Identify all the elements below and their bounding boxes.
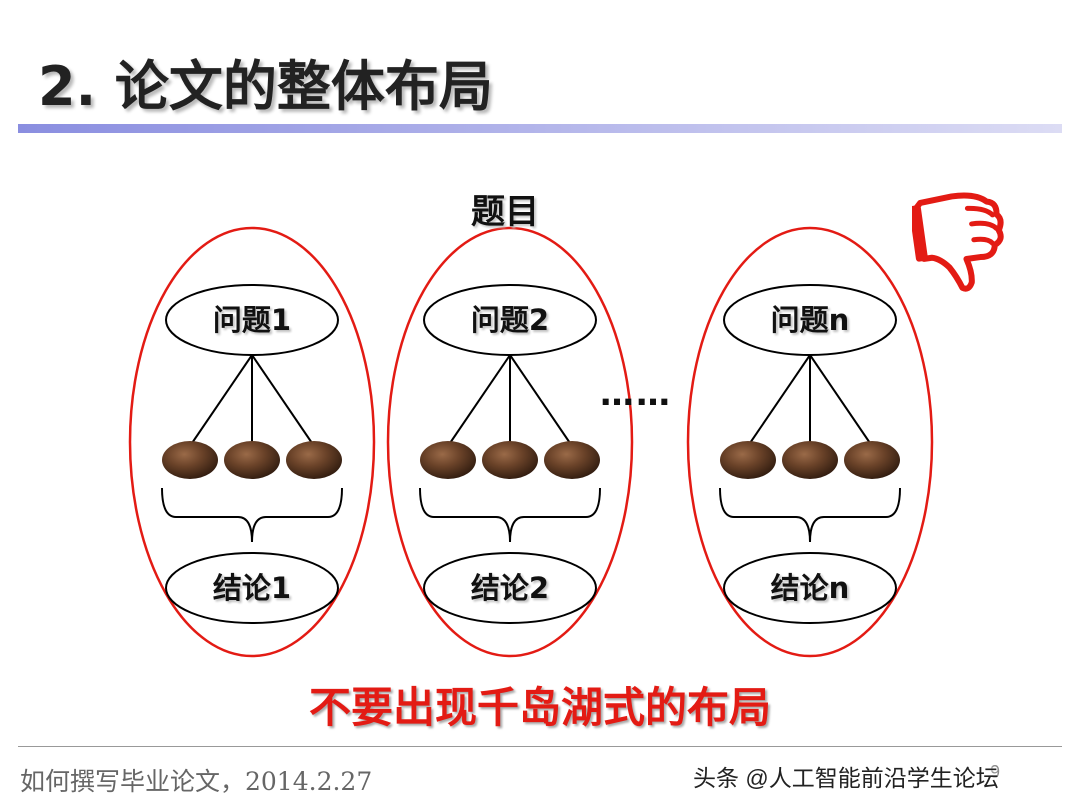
conclusion-1-node xyxy=(165,552,339,624)
topic-label: 题目 xyxy=(471,192,539,232)
seed-item xyxy=(286,441,342,479)
branch-line xyxy=(251,354,315,447)
seed-item xyxy=(782,441,838,479)
conclusion-2-label: 结论2 xyxy=(470,571,550,605)
branch-line xyxy=(509,354,573,447)
conclusion-n-label: 结论n xyxy=(770,571,850,605)
seed-item xyxy=(482,441,538,479)
conclusion-1-label: 结论1 xyxy=(212,571,292,605)
question-2-label: 问题2 xyxy=(470,303,550,337)
footer-divider xyxy=(18,746,1062,747)
group-1 xyxy=(128,226,376,658)
seed-item xyxy=(420,441,476,479)
grouping-brace xyxy=(719,487,901,543)
question-1-label: 问题1 xyxy=(212,303,292,337)
conclusion-n-node xyxy=(723,552,897,624)
question-n-label: 问题n xyxy=(770,303,850,337)
group-n xyxy=(686,226,934,658)
watermark-text: 头条 @人工智能前沿学生论坛 xyxy=(693,765,999,791)
slide-title: 2. 论文的整体布局 xyxy=(38,55,493,118)
group-2-boundary xyxy=(386,226,634,658)
seed-item xyxy=(544,441,600,479)
title-underline xyxy=(18,124,1062,133)
group-n-boundary xyxy=(686,226,934,658)
branch-line xyxy=(747,354,811,447)
footer-caption: 如何撰写毕业论文，2014.2.27 xyxy=(20,767,373,796)
group-1-boundary xyxy=(128,226,376,658)
branch-line xyxy=(189,354,253,447)
warning-message: 不要出现千岛湖式的布局 xyxy=(308,683,771,732)
seed-item xyxy=(162,441,218,479)
branch-line xyxy=(447,354,511,447)
ellipsis-label: …… xyxy=(600,374,672,414)
branch-line xyxy=(809,354,873,447)
seed-item xyxy=(844,441,900,479)
seed-item xyxy=(224,441,280,479)
group-2 xyxy=(386,226,634,658)
grouping-brace xyxy=(161,487,343,543)
grouping-brace xyxy=(419,487,601,543)
page-number: 9 xyxy=(990,762,1001,782)
conclusion-2-node xyxy=(423,552,597,624)
thumbs-down-icon xyxy=(912,192,1004,292)
seed-item xyxy=(720,441,776,479)
